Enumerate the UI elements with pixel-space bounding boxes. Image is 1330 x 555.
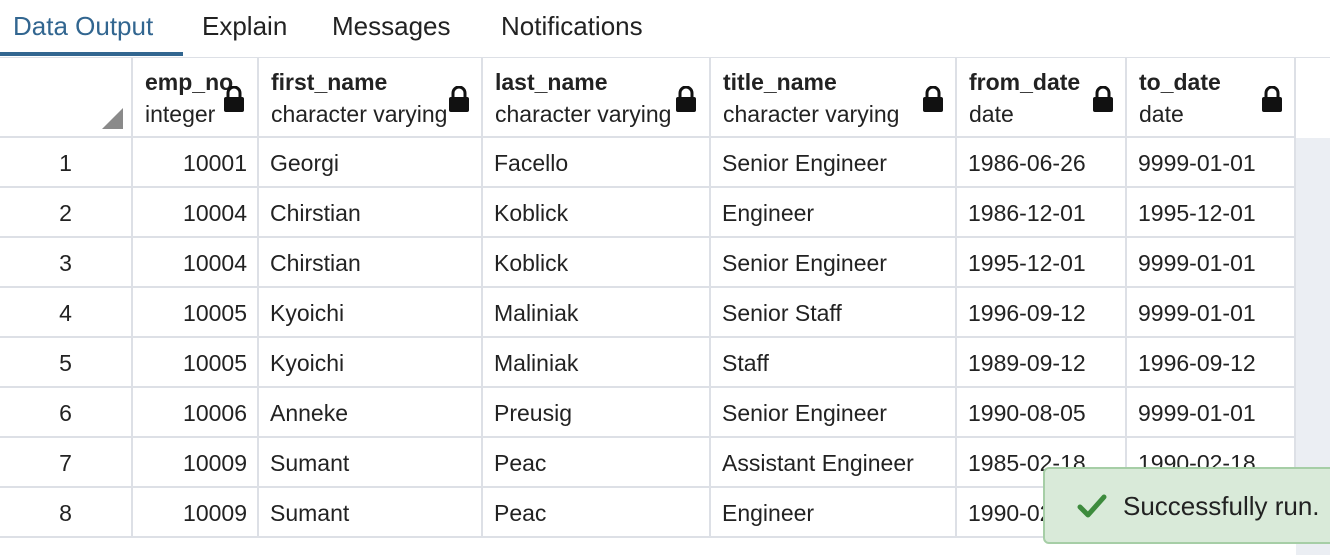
cell-emp-no[interactable]: 10009 — [133, 438, 259, 488]
success-toast[interactable]: Successfully run. — [1043, 467, 1330, 544]
check-icon — [1077, 494, 1107, 518]
table-row[interactable]: 1 10001 Georgi Facello Senior Engineer 1… — [0, 138, 1296, 188]
toast-message: Successfully run. — [1123, 491, 1320, 521]
column-type: character varying — [723, 101, 900, 127]
lock-icon — [1093, 86, 1113, 112]
column-name: emp_no — [145, 69, 234, 95]
tab-explain[interactable]: Explain — [202, 11, 288, 41]
cell-to-date[interactable]: 9999-01-01 — [1127, 238, 1296, 288]
cell-last-name[interactable]: Peac — [483, 488, 711, 538]
column-header-to-date[interactable]: to_date date — [1127, 58, 1296, 138]
result-tabs: Data Output Explain Messages Notificatio… — [0, 0, 1330, 58]
cell-emp-no[interactable]: 10001 — [133, 138, 259, 188]
data-grid: emp_no integer first_name character vary… — [0, 58, 1330, 555]
row-number[interactable]: 1 — [0, 138, 133, 188]
table-row[interactable]: 2 10004 Chirstian Koblick Engineer 1986-… — [0, 188, 1296, 238]
column-header-title-name[interactable]: title_name character varying — [711, 58, 957, 138]
cell-to-date[interactable]: 9999-01-01 — [1127, 288, 1296, 338]
lock-icon — [676, 86, 696, 112]
lock-icon — [224, 86, 244, 112]
cell-title-name[interactable]: Engineer — [711, 488, 957, 538]
table-row[interactable]: 3 10004 Chirstian Koblick Senior Enginee… — [0, 238, 1296, 288]
cell-emp-no[interactable]: 10006 — [133, 388, 259, 438]
cell-title-name[interactable]: Senior Engineer — [711, 388, 957, 438]
cell-first-name[interactable]: Sumant — [259, 488, 483, 538]
cell-emp-no[interactable]: 10004 — [133, 238, 259, 288]
cell-from-date[interactable]: 1990-08-05 — [957, 388, 1127, 438]
table-row[interactable]: 6 10006 Anneke Preusig Senior Engineer 1… — [0, 388, 1296, 438]
column-header-from-date[interactable]: from_date date — [957, 58, 1127, 138]
cell-to-date[interactable]: 9999-01-01 — [1127, 388, 1296, 438]
lock-icon — [923, 86, 943, 112]
column-name: from_date — [969, 69, 1081, 95]
cell-first-name[interactable]: Kyoichi — [259, 338, 483, 388]
cell-title-name[interactable]: Senior Engineer — [711, 138, 957, 188]
column-name: first_name — [271, 69, 388, 95]
row-number[interactable]: 3 — [0, 238, 133, 288]
cell-to-date[interactable]: 1995-12-01 — [1127, 188, 1296, 238]
row-number[interactable]: 6 — [0, 388, 133, 438]
column-type: integer — [145, 101, 216, 127]
column-header-first-name[interactable]: first_name character varying — [259, 58, 483, 138]
cell-last-name[interactable]: Koblick — [483, 238, 711, 288]
tab-messages[interactable]: Messages — [332, 11, 451, 41]
corner-triangle-icon — [102, 108, 123, 129]
cell-title-name[interactable]: Staff — [711, 338, 957, 388]
cell-emp-no[interactable]: 10004 — [133, 188, 259, 238]
active-tab-indicator — [0, 52, 183, 56]
cell-last-name[interactable]: Koblick — [483, 188, 711, 238]
cell-to-date[interactable]: 1996-09-12 — [1127, 338, 1296, 388]
row-number[interactable]: 5 — [0, 338, 133, 388]
cell-from-date[interactable]: 1995-12-01 — [957, 238, 1127, 288]
row-number[interactable]: 4 — [0, 288, 133, 338]
tab-data-output[interactable]: Data Output — [13, 11, 154, 41]
cell-title-name[interactable]: Senior Staff — [711, 288, 957, 338]
column-name: to_date — [1139, 69, 1221, 95]
cell-from-date[interactable]: 1989-09-12 — [957, 338, 1127, 388]
cell-to-date[interactable]: 9999-01-01 — [1127, 138, 1296, 188]
column-type: character varying — [271, 101, 448, 127]
column-type: date — [1139, 101, 1184, 127]
select-all-corner[interactable] — [0, 58, 133, 138]
cell-first-name[interactable]: Georgi — [259, 138, 483, 188]
cell-last-name[interactable]: Facello — [483, 138, 711, 188]
cell-title-name[interactable]: Assistant Engineer — [711, 438, 957, 488]
cell-from-date[interactable]: 1986-12-01 — [957, 188, 1127, 238]
lock-icon — [1262, 86, 1282, 112]
cell-emp-no[interactable]: 10005 — [133, 338, 259, 388]
row-number[interactable]: 2 — [0, 188, 133, 238]
cell-emp-no[interactable]: 10009 — [133, 488, 259, 538]
cell-from-date[interactable]: 1986-06-26 — [957, 138, 1127, 188]
cell-first-name[interactable]: Chirstian — [259, 188, 483, 238]
column-header-last-name[interactable]: last_name character varying — [483, 58, 711, 138]
lock-icon — [449, 86, 469, 112]
column-header-emp-no[interactable]: emp_no integer — [133, 58, 259, 138]
cell-from-date[interactable]: 1996-09-12 — [957, 288, 1127, 338]
table-row[interactable]: 4 10005 Kyoichi Maliniak Senior Staff 19… — [0, 288, 1296, 338]
column-type: date — [969, 101, 1014, 127]
cell-title-name[interactable]: Engineer — [711, 188, 957, 238]
cell-first-name[interactable]: Sumant — [259, 438, 483, 488]
cell-first-name[interactable]: Kyoichi — [259, 288, 483, 338]
row-number[interactable]: 7 — [0, 438, 133, 488]
cell-first-name[interactable]: Anneke — [259, 388, 483, 438]
cell-last-name[interactable]: Maliniak — [483, 288, 711, 338]
table-row[interactable]: 5 10005 Kyoichi Maliniak Staff 1989-09-1… — [0, 338, 1296, 388]
tab-notifications[interactable]: Notifications — [501, 11, 643, 41]
cell-title-name[interactable]: Senior Engineer — [711, 238, 957, 288]
column-type: character varying — [495, 101, 672, 127]
cell-emp-no[interactable]: 10005 — [133, 288, 259, 338]
cell-last-name[interactable]: Preusig — [483, 388, 711, 438]
cell-last-name[interactable]: Peac — [483, 438, 711, 488]
column-name: last_name — [495, 69, 608, 95]
cell-first-name[interactable]: Chirstian — [259, 238, 483, 288]
cell-last-name[interactable]: Maliniak — [483, 338, 711, 388]
column-name: title_name — [723, 69, 837, 95]
row-number[interactable]: 8 — [0, 488, 133, 538]
